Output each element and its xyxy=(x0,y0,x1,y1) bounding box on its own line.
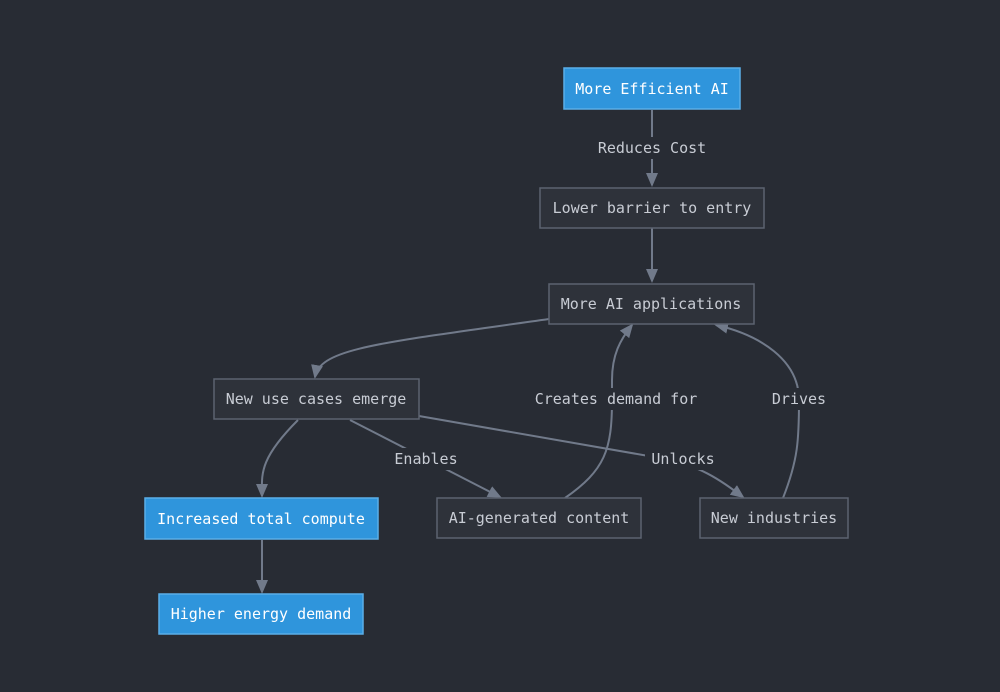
node-label: More Efficient AI xyxy=(575,80,729,98)
node-higher-energy-demand[interactable]: Higher energy demand xyxy=(158,593,364,635)
edge-labels-group: Reduces Cost Enables Unlocks Creates dem… xyxy=(388,137,833,470)
edge-label-enables: Enables xyxy=(388,448,464,470)
node-more-ai-applications[interactable]: More AI applications xyxy=(548,283,755,325)
edge-label-text: Unlocks xyxy=(651,450,714,468)
node-label: Higher energy demand xyxy=(171,605,352,623)
edge-label-text: Enables xyxy=(394,450,457,468)
node-label: More AI applications xyxy=(561,295,742,313)
node-label: Increased total compute xyxy=(157,510,365,528)
node-increased-total-compute[interactable]: Increased total compute xyxy=(144,497,379,540)
node-more-efficient-ai[interactable]: More Efficient AI xyxy=(563,67,741,110)
edge-industries-to-apps xyxy=(714,321,801,499)
node-lower-barrier-to-entry[interactable]: Lower barrier to entry xyxy=(539,187,765,229)
node-new-industries[interactable]: New industries xyxy=(699,497,849,539)
node-label: Lower barrier to entry xyxy=(553,199,752,217)
edge-label-text: Creates demand for xyxy=(535,390,698,408)
edge-apps-to-usecases xyxy=(311,318,550,379)
edge-label-unlocks: Unlocks xyxy=(645,448,721,470)
edge-usecases-to-compute xyxy=(255,419,299,498)
node-label: New industries xyxy=(711,509,837,527)
edge-label-creates-demand-for: Creates demand for xyxy=(526,388,706,410)
edge-label-reduces-cost: Reduces Cost xyxy=(591,137,713,159)
node-new-use-cases-emerge[interactable]: New use cases emerge xyxy=(213,378,420,420)
edge-content-to-apps xyxy=(564,323,634,499)
node-ai-generated-content[interactable]: AI-generated content xyxy=(436,497,642,539)
edge-label-text: Drives xyxy=(772,390,826,408)
node-label: New use cases emerge xyxy=(226,390,407,408)
node-label: AI-generated content xyxy=(449,509,630,527)
edge-label-drives: Drives xyxy=(765,388,833,410)
nodes-group: More Efficient AI Lower barrier to entry… xyxy=(144,67,849,635)
edge-label-text: Reduces Cost xyxy=(598,139,706,157)
